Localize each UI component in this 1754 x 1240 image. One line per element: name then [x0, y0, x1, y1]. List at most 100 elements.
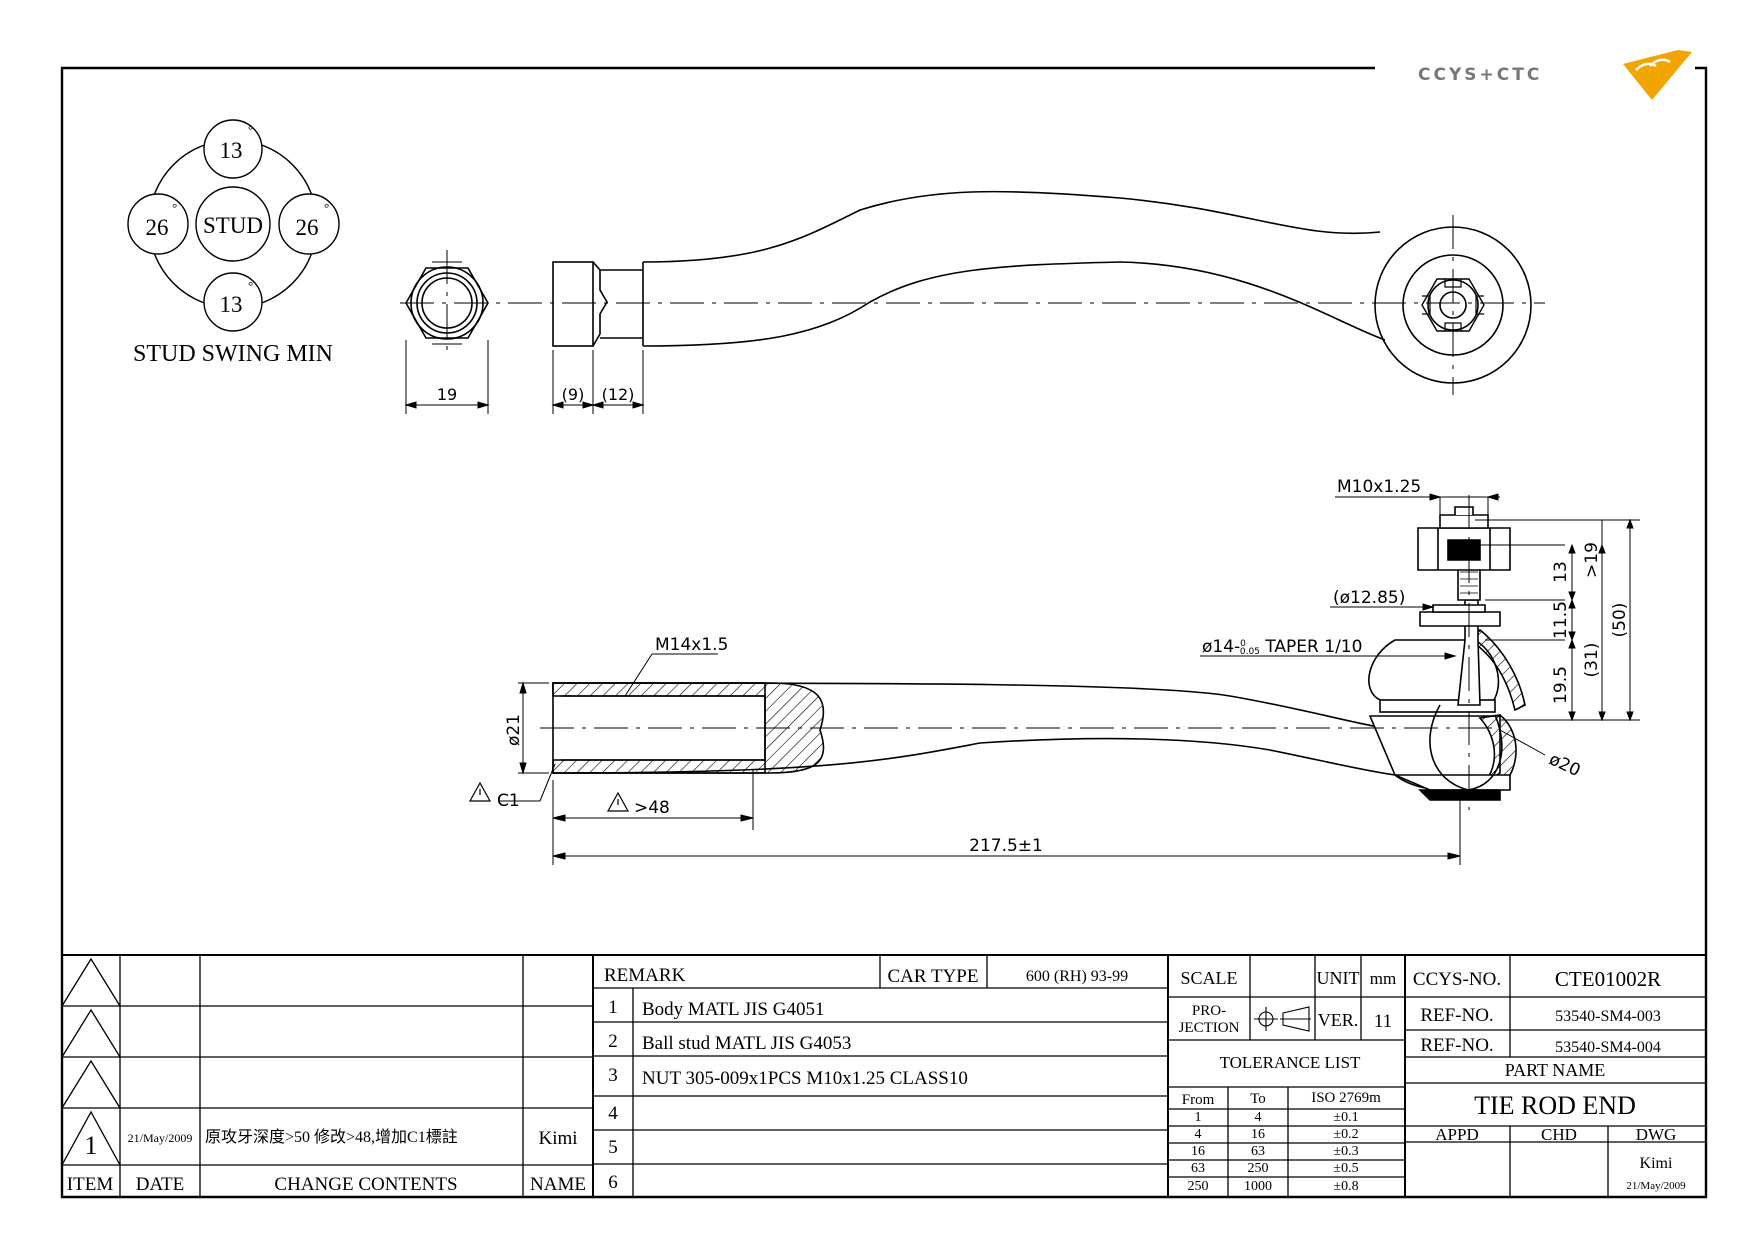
projection-label: PRO-: [1192, 1003, 1226, 1019]
remark-row: 3 NUT 305-009x1PCS M10x1.25 CLASS10: [608, 1065, 968, 1089]
part-name-label: PART NAME: [1505, 1060, 1605, 1080]
svg-text:63: 63: [1191, 1161, 1205, 1176]
svg-text:3: 3: [608, 1065, 618, 1086]
part-name-value: TIE ROD END: [1474, 1091, 1636, 1120]
degree-mark: °: [324, 200, 329, 215]
dim-9: (9): [562, 385, 585, 404]
header-item: ITEM: [67, 1174, 114, 1195]
svg-text:±0.8: ±0.8: [1333, 1179, 1358, 1194]
logo-text: CCYS+CTC: [1418, 65, 1542, 85]
svg-text:5: 5: [608, 1137, 618, 1158]
svg-text:4: 4: [1255, 1110, 1262, 1125]
svg-text:±0.1: ±0.1: [1333, 1110, 1358, 1125]
dim-thread-depth: >48: [634, 798, 670, 818]
drawing-frame: [60, 66, 1708, 1199]
warning-triangle-icons: [468, 781, 630, 812]
svg-text:±0.5: ±0.5: [1333, 1161, 1358, 1176]
svg-text:NUT 305-009x1PCS M10x1.25 CLAS: NUT 305-009x1PCS M10x1.25 CLASS10: [642, 1068, 968, 1089]
dim-hex-width: 19: [437, 385, 457, 404]
warning-triangle-icon: [468, 781, 492, 802]
ver-value: 11: [1374, 1011, 1392, 1032]
tol-header-to: To: [1250, 1091, 1266, 1107]
svg-text:63: 63: [1251, 1144, 1265, 1159]
ref-no-label: REF-NO.: [1420, 1005, 1493, 1026]
projection-symbol-icon: [1254, 1006, 1311, 1032]
svg-text:原攻牙深度>50 修改>48,增加C1標註: 原攻牙深度>50 修改>48,增加C1標註: [205, 1128, 458, 1146]
projection-label: JECTION: [1179, 1020, 1240, 1036]
dim-19-5: 19.5: [1551, 666, 1571, 704]
dwg-name: Kimi: [1640, 1155, 1673, 1172]
dim-thread-body: M14x1.5: [655, 635, 728, 655]
ccys-no-label: CCYS-NO.: [1413, 969, 1501, 990]
ccys-no-value: CTE01002R: [1555, 967, 1661, 991]
revision-row: 1 21/May/2009 原攻牙深度>50 修改>48,增加C1標註 Kimi: [85, 1128, 578, 1160]
unit-label: UNIT: [1317, 968, 1360, 988]
swing-right-value: 26: [296, 215, 319, 240]
degree-mark: °: [172, 200, 177, 215]
swing-center-label: STUD: [203, 213, 263, 238]
swing-caption: STUD SWING MIN: [133, 341, 333, 367]
svg-text:21/May/2009: 21/May/2009: [128, 1131, 193, 1145]
dim-19: >19: [1582, 542, 1602, 578]
tolerance-row: 250 1000 ±0.8: [1188, 1179, 1359, 1194]
svg-text:1: 1: [85, 1131, 98, 1160]
chd-label: CHD: [1541, 1125, 1577, 1144]
section-centerlines: [540, 495, 1500, 810]
appd-label: APPD: [1435, 1125, 1478, 1144]
tolerance-row: 63 250 ±0.5: [1191, 1161, 1359, 1176]
tol-header-from: From: [1182, 1092, 1215, 1108]
logo-mark-icon: [1623, 50, 1692, 100]
remark-row: 1 Body MATL JIS G4051: [608, 997, 824, 1020]
degree-mark: °: [248, 278, 253, 293]
scale-label: SCALE: [1180, 968, 1237, 988]
unit-value: mm: [1370, 969, 1396, 988]
dim-31: (31): [1582, 643, 1602, 678]
svg-text:4: 4: [1195, 1127, 1202, 1142]
header-change-contents: CHANGE CONTENTS: [274, 1174, 457, 1195]
remark-row: 6: [608, 1172, 618, 1193]
company-logo: CCYS+CTC: [1418, 50, 1692, 100]
tolerance-row: 16 63 ±0.3: [1191, 1144, 1359, 1159]
remark-row: 2 Ball stud MATL JIS G4053: [608, 1031, 851, 1054]
section-view: [552, 506, 1526, 801]
ref-no-value: 53540-SM4-003: [1555, 1008, 1661, 1025]
svg-text:250: 250: [1248, 1161, 1269, 1176]
swing-top-value: 13: [220, 138, 243, 163]
dim-thread-stud: M10x1.25: [1337, 477, 1421, 497]
dim-chamfer: C1: [497, 791, 520, 811]
warning-triangle-icon: [606, 791, 630, 812]
svg-text:2: 2: [608, 1031, 618, 1052]
header-date: DATE: [136, 1174, 185, 1195]
remark-row: 4: [608, 1103, 618, 1124]
title-block-grid: [61, 954, 1706, 1197]
dim-dia-12-85: (ø12.85): [1333, 588, 1405, 608]
ref-no-value: 53540-SM4-004: [1555, 1039, 1661, 1056]
tolerance-row: 4 16 ±0.2: [1195, 1127, 1359, 1142]
degree-mark: °: [248, 122, 253, 137]
tolerance-row: 1 4 ±0.1: [1195, 1110, 1359, 1125]
top-view: [405, 190, 1532, 384]
top-centerlines: [400, 215, 1545, 395]
svg-text:±0.2: ±0.2: [1333, 1127, 1358, 1142]
remark-label: REMARK: [604, 965, 686, 986]
dim-overall-length: 217.5±1: [969, 836, 1043, 856]
svg-text:±0.3: ±0.3: [1333, 1144, 1358, 1159]
svg-text:1: 1: [1195, 1110, 1202, 1125]
tolerance-title: TOLERANCE LIST: [1220, 1053, 1361, 1072]
section-dimensions: [500, 493, 1640, 865]
car-type-value: 600 (RH) 93-99: [1026, 968, 1128, 985]
swing-bottom-value: 13: [220, 292, 243, 317]
header-name: NAME: [530, 1174, 586, 1195]
dim-11-5: 11.5: [1551, 601, 1571, 639]
tol-header-std: ISO 2769m: [1311, 1090, 1381, 1106]
svg-text:16: 16: [1251, 1127, 1265, 1142]
ver-label: VER.: [1318, 1010, 1359, 1030]
svg-text:Ball stud MATL JIS G4053: Ball stud MATL JIS G4053: [642, 1033, 851, 1054]
dim-dia-20: ø20: [1546, 749, 1583, 781]
car-type-label: CAR TYPE: [888, 966, 979, 987]
svg-text:250: 250: [1188, 1179, 1209, 1194]
dim-50: (50): [1610, 603, 1630, 638]
svg-text:6: 6: [608, 1172, 618, 1193]
